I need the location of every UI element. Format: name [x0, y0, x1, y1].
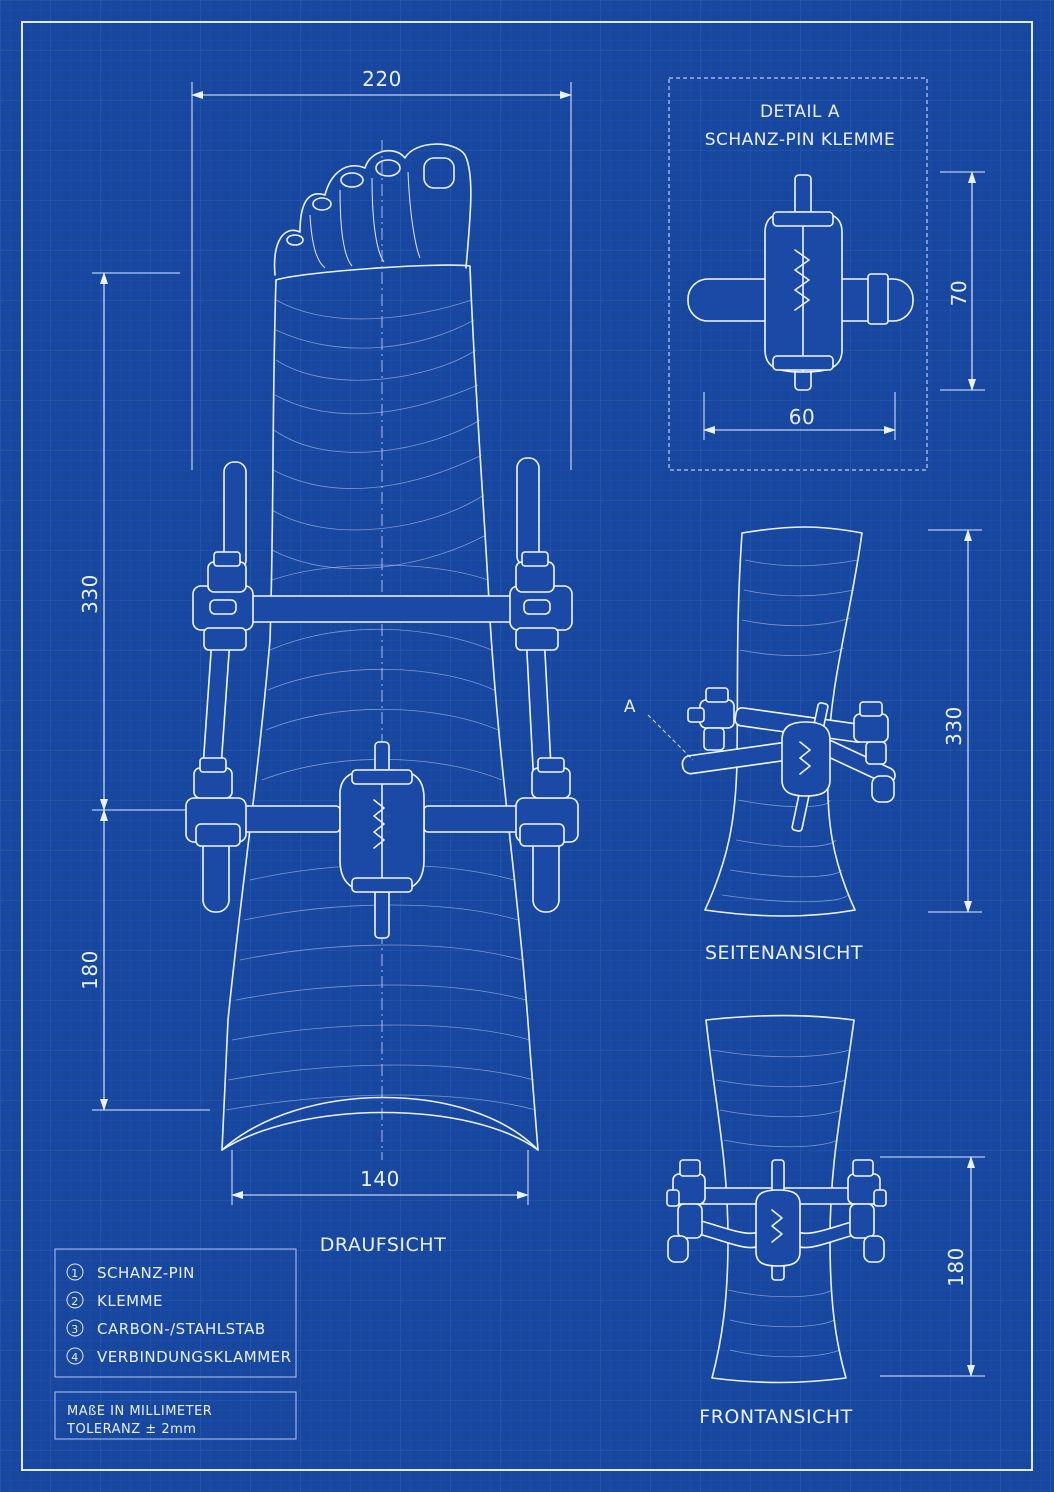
- dim-label-front-180: 180: [944, 1247, 968, 1287]
- detail-a-marker: A: [624, 697, 636, 717]
- legend-label-3: CARBON-/STAHLSTAB: [97, 1320, 266, 1338]
- front-view: 180 FRONTANSICHT: [666, 1014, 985, 1428]
- detail-a-subtitle: SCHANZ-PIN KLEMME: [705, 130, 896, 150]
- notes-frame: [54, 1391, 297, 1440]
- tolerance-note: TOLERANZ ± 2mm: [66, 1422, 196, 1437]
- dim-label-140: 140: [360, 1167, 400, 1191]
- side-view: A 330 SEITENANSICHT: [624, 526, 982, 964]
- dim-label-60: 60: [789, 405, 815, 429]
- view-title-side: SEITENANSICHT: [705, 942, 863, 964]
- notes-box: MAßE IN MILLIMETER TOLERANZ ± 2mm: [54, 1391, 297, 1440]
- legend: 1 SCHANZ-PIN 2 KLEMME 3 CARBON-/STAHLSTA…: [54, 1248, 297, 1378]
- legend-item-2: 2 KLEMME: [66, 1291, 163, 1310]
- dim-label-180: 180: [78, 950, 102, 990]
- legend-number-3: 3: [71, 1323, 79, 1336]
- legend-number-1: 1: [71, 1267, 79, 1280]
- detail-a-title: DETAIL A: [760, 102, 840, 122]
- legend-item-4: 4 VERBINDUNGSKLAMMER: [66, 1347, 292, 1366]
- top-view: 220 330 180 140 DRAUFSICHT: [78, 67, 579, 1256]
- legend-label-1: SCHANZ-PIN: [97, 1264, 195, 1282]
- dim-label-side-330: 330: [942, 706, 966, 746]
- dim-label-330: 330: [78, 574, 102, 614]
- legend-frame: [54, 1248, 297, 1378]
- view-title-top: DRAUFSICHT: [320, 1234, 446, 1256]
- view-title-front: FRONTANSICHT: [699, 1406, 852, 1428]
- dim-label-70: 70: [947, 280, 971, 306]
- detail-a-frame: [668, 77, 928, 471]
- legend-number-4: 4: [71, 1351, 79, 1364]
- sheet-border: [21, 21, 1033, 1471]
- detail-a-leader: [647, 714, 694, 761]
- legend-item-3: 3 CARBON-/STAHLSTAB: [66, 1319, 266, 1338]
- legend-number-2: 2: [71, 1295, 79, 1308]
- legend-label-2: KLEMME: [97, 1292, 163, 1310]
- dim-label-220: 220: [362, 67, 402, 91]
- fixator-frame: [185, 457, 579, 939]
- detail-a: DETAIL A SCHANZ-PIN KLEMME 70 60: [668, 77, 985, 471]
- cast-body: [221, 140, 539, 1160]
- legend-item-1: 1 SCHANZ-PIN: [66, 1263, 195, 1282]
- legend-label-4: VERBINDUNGSKLAMMER: [97, 1348, 292, 1366]
- units-note: MAßE IN MILLIMETER: [67, 1404, 212, 1419]
